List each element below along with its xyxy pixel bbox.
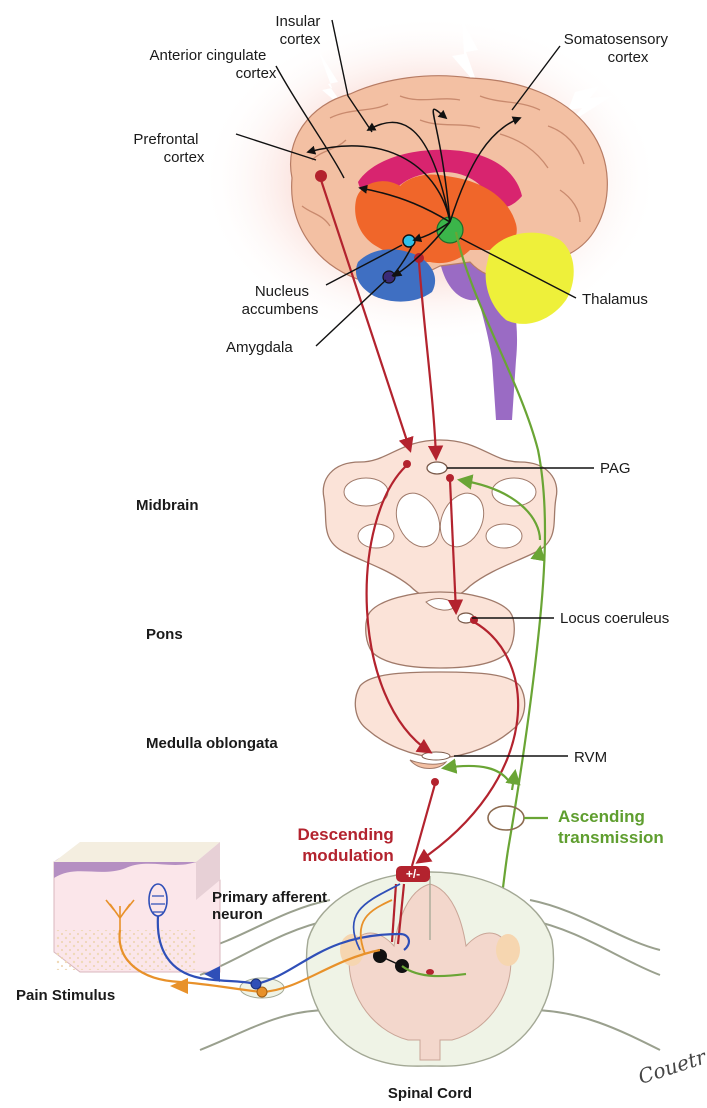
modulation-badge-label: +/- [406, 867, 420, 881]
medulla-section [355, 672, 524, 769]
insular-cortex-label: Insular cortex [275, 13, 324, 48]
descending-modulation-label: Descending modulation [297, 825, 398, 865]
midbrain-label: Midbrain [136, 497, 199, 514]
limbic-neuron [414, 253, 424, 263]
locus-coeruleus-label: Locus coeruleus [560, 610, 669, 627]
pons-label: Pons [146, 626, 183, 643]
nucleus-accumbens-node [403, 235, 415, 247]
amygdala-label: Amygdala [226, 339, 293, 356]
medulla-oblongata-label: Medulla oblongata [146, 735, 278, 752]
ascending-legend-ring [488, 806, 524, 830]
skin-block [54, 842, 220, 972]
anterior-cingulate-cortex-label: Anterior cingulate cortex [150, 47, 277, 82]
nucleus-accumbens-label: Nucleus accumbens [242, 283, 319, 318]
pag-label: PAG [600, 460, 631, 477]
rvm-label: RVM [574, 749, 607, 766]
prefrontal-cortex-label: Prefrontal cortex [133, 131, 205, 166]
rvm-region [422, 752, 450, 760]
midbrain-section [323, 440, 557, 600]
pain-stimulus-label: Pain Stimulus [16, 987, 115, 1004]
spinal-cord-label: Spinal Cord [388, 1085, 472, 1102]
artist-signature: Couetr [635, 1044, 707, 1089]
pons-section [366, 592, 515, 668]
primary-afferent-neuron-label: Primary afferent neuron [212, 889, 331, 923]
ascending-transmission-label: Ascending transmission [558, 807, 664, 847]
thalamus-label: Thalamus [582, 291, 648, 308]
pag-region [427, 462, 447, 474]
